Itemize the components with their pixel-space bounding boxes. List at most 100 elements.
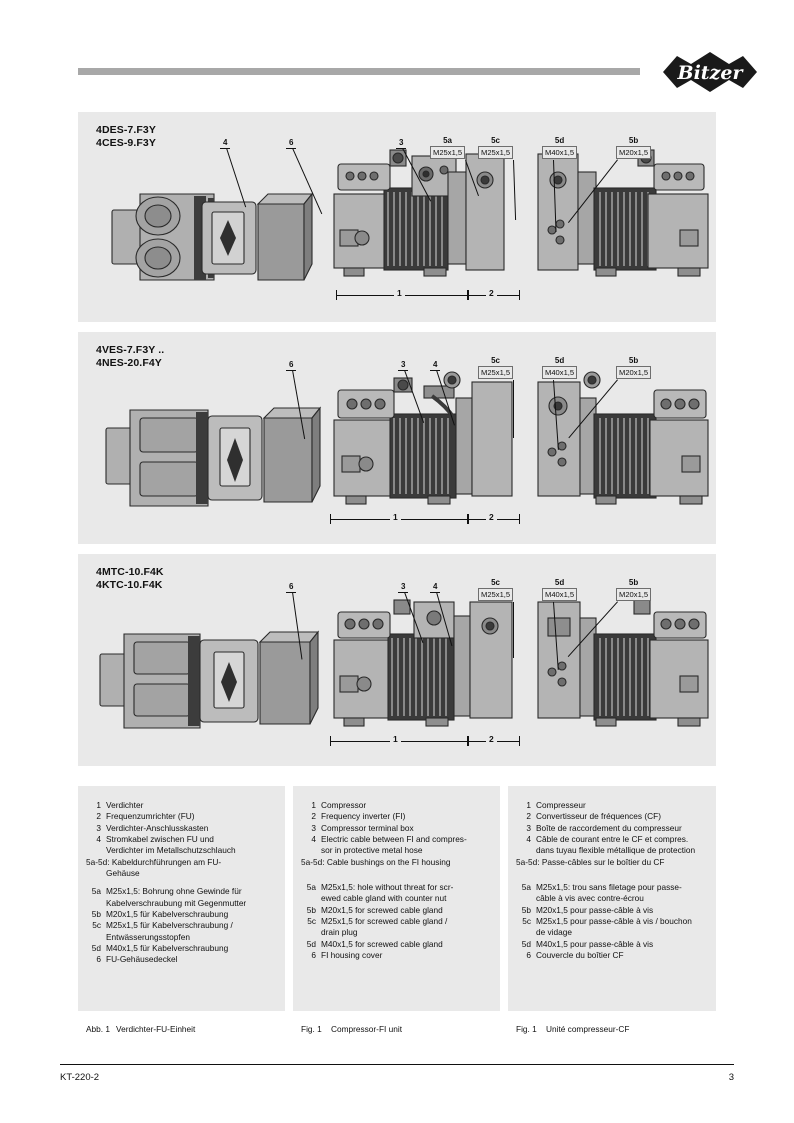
callout-5b: 5b M20x1,5	[616, 578, 652, 601]
compressor-drawing-side-1	[328, 112, 518, 322]
callout-5c: 5c M25x1,5	[478, 578, 514, 601]
list-item: sor in protective metal hose	[321, 845, 423, 856]
callout-5c: 5c M25x1,5	[478, 356, 514, 379]
spacer	[86, 879, 279, 886]
list-item: câble à vis avec contre-écrou	[536, 893, 644, 904]
compressor-drawing-perspective-1	[98, 112, 328, 322]
compressor-drawing-perspective-3	[92, 554, 332, 766]
callout-5b: 5b M20x1,5	[616, 136, 652, 159]
diagram-panel-2: 4VES-7.F3Y .. 4NES-20.F4Y	[78, 332, 716, 544]
list-item: Verdichter im Metallschutzschlauch	[106, 845, 236, 856]
diagram-panel-3: 4MTC-10.F4K 4KTC-10.F4K	[78, 554, 716, 766]
model-label: 4VES-7.F3Y ..	[96, 344, 165, 356]
leader-line	[513, 602, 514, 658]
spacer	[516, 868, 710, 875]
list-item: ewed cable gland with counter nut	[321, 893, 447, 904]
model-label-group-1: 4DES-7.F3Y 4CES-9.F3Y	[96, 124, 156, 150]
caption-text: Verdichter-FU-Einheit	[116, 1024, 196, 1034]
callout-6: 6	[286, 582, 297, 593]
callout-5c: 5c M25x1,5	[478, 136, 514, 159]
caption-key: Abb. 1	[86, 1024, 110, 1034]
spacer	[516, 875, 710, 882]
document-code: KT-220-2	[60, 1072, 100, 1083]
callout-5d: 5d M40x1,5	[542, 136, 578, 159]
list-item: Kabelverschraubung mit Gegenmutter	[106, 897, 247, 908]
dimension-1: 1	[336, 288, 468, 300]
dimension-2: 2	[468, 734, 520, 746]
caption-text: Unité compresseur-CF	[546, 1024, 630, 1034]
callout-4: 4	[430, 360, 441, 371]
callout-3: 3	[398, 360, 409, 371]
list-item: drain plug	[321, 927, 358, 938]
callout-5b: 5b M20x1,5	[616, 356, 652, 379]
compressor-drawing-mirror-3	[530, 554, 716, 766]
callout-3: 3	[396, 138, 407, 149]
caption-key: Fig. 1	[301, 1024, 322, 1034]
caption-key: Fig. 1	[516, 1024, 537, 1034]
model-label: 4MTC-10.F4K	[96, 566, 164, 578]
list-item: Entwässerungsstopfen	[106, 931, 190, 942]
dimension-2: 2	[468, 288, 520, 300]
compressor-drawing-side-2	[328, 332, 524, 544]
list-item: dans tuyau flexible métallique de protec…	[536, 845, 696, 856]
header-rule	[78, 68, 640, 75]
callout-3: 3	[398, 582, 409, 593]
legend-group-header: 5a-5d: Cable bushings on the FI housing	[301, 856, 451, 867]
compressor-drawing-mirror-2	[530, 332, 716, 544]
model-label: 4NES-20.F4Y	[96, 357, 162, 369]
dimension-2: 2	[468, 512, 520, 524]
callout-5d: 5d M40x1,5	[542, 356, 578, 379]
model-label-group-2: 4VES-7.F3Y .. 4NES-20.F4Y	[96, 344, 164, 370]
model-label: 4DES-7.F3Y	[96, 124, 156, 136]
figure-caption-french: Fig. 1 Unité compresseur-CF	[516, 1024, 629, 1034]
svg-text:Bitzer: Bitzer	[677, 62, 745, 84]
dimension-1: 1	[330, 734, 468, 746]
caption-text: Compressor-FI unit	[331, 1024, 403, 1034]
compressor-drawing-perspective-2	[96, 332, 332, 544]
callout-5a: 5a M25x1,5	[430, 136, 466, 159]
callout-6: 6	[286, 138, 297, 149]
compressor-drawing-side-3	[328, 554, 524, 766]
legend-group-header: 5a-5d: Kabeldurchführungen am FU-Gehäuse	[86, 856, 222, 879]
figure-caption-german: Abb. 1 Verdichter-FU-Einheit	[86, 1024, 195, 1034]
callout-5d: 5d M40x1,5	[542, 578, 578, 601]
model-label-group-3: 4MTC-10.F4K 4KTC-10.F4K	[96, 566, 164, 592]
callout-6: 6	[286, 360, 297, 371]
spacer	[301, 875, 494, 882]
list-item: de vidage	[536, 927, 572, 938]
dimension-1: 1	[330, 512, 468, 524]
